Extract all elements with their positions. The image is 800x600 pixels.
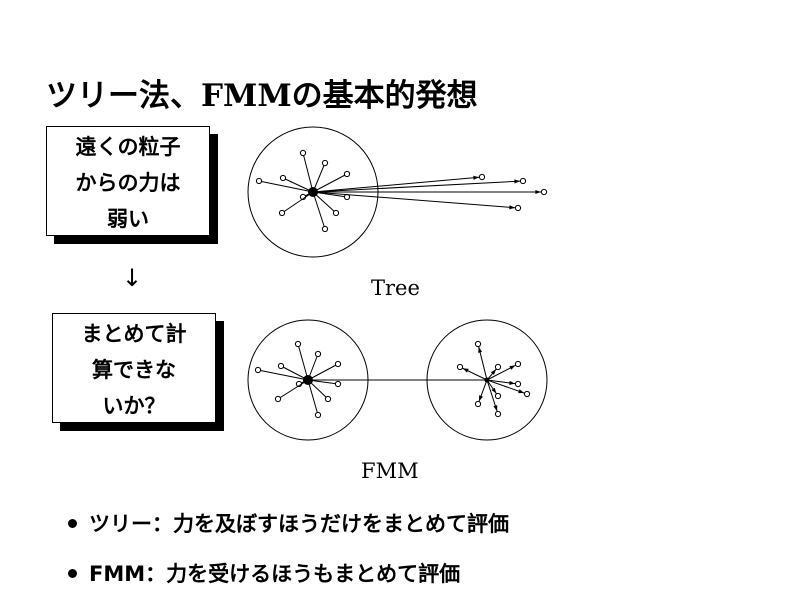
force-line	[312, 162, 326, 193]
title-part: の基本的発想	[291, 78, 478, 114]
particle	[254, 366, 262, 374]
box-line: 算できな	[92, 358, 176, 382]
particle	[478, 173, 486, 181]
particle	[343, 170, 351, 178]
force-line	[307, 363, 339, 381]
bullet-icon	[68, 518, 77, 528]
force-line	[307, 379, 339, 385]
particle	[332, 209, 340, 217]
box-line: からの力は	[75, 171, 181, 195]
force-line	[282, 177, 314, 193]
force-line	[258, 180, 314, 193]
arrowhead	[514, 179, 521, 184]
particle	[474, 340, 482, 348]
particle	[519, 177, 527, 185]
particle	[494, 410, 502, 418]
particle	[294, 340, 302, 348]
particle	[494, 392, 502, 400]
box-line: 遠くの粒子	[75, 135, 181, 159]
slide-title: ツリー法、FMMの基本的発想	[46, 70, 478, 115]
bullet-text: FMM：力を受けるほうもまとめて評価	[89, 562, 461, 586]
particle	[274, 395, 282, 403]
arrowhead	[473, 175, 480, 180]
arrowhead	[509, 380, 516, 385]
particle	[255, 177, 263, 185]
particle	[456, 363, 464, 371]
particle	[474, 400, 482, 408]
tree-caption: Tree	[371, 276, 420, 300]
arrowhead	[491, 387, 497, 394]
arrowhead	[518, 389, 525, 394]
particle	[494, 363, 502, 371]
particle	[314, 411, 322, 419]
particle	[334, 380, 342, 388]
title-part: FMM	[201, 78, 292, 114]
box-line: 弱い	[107, 207, 149, 231]
arrowhead	[509, 365, 516, 370]
particle	[279, 174, 287, 182]
force-line	[312, 173, 348, 193]
arrowhead	[478, 346, 483, 353]
force-line	[312, 191, 326, 230]
particle	[314, 350, 322, 358]
arrowhead	[493, 405, 498, 412]
particle	[278, 209, 286, 217]
far-force-line	[312, 176, 483, 193]
force-line	[297, 343, 309, 381]
arrowhead	[462, 368, 469, 373]
force-line	[257, 369, 309, 381]
force-line	[281, 191, 314, 214]
particle	[514, 360, 522, 368]
target-local-expansion	[484, 377, 490, 383]
force-line	[277, 379, 309, 400]
particle	[514, 380, 522, 388]
particle	[321, 159, 329, 167]
particle	[334, 360, 342, 368]
bullet-icon	[68, 568, 77, 578]
source-multipole	[303, 375, 313, 385]
bullet-fmm: FMM：力を受けるほうもまとめて評価	[68, 558, 460, 588]
particle	[277, 362, 285, 370]
particle	[324, 395, 332, 403]
particle	[540, 188, 548, 196]
far-force-line	[312, 191, 519, 209]
particle	[299, 149, 307, 157]
down-arrow-icon: ↓	[122, 264, 143, 292]
question-box-group-compute: まとめて計 算できな いか？	[52, 313, 216, 423]
arrowhead	[535, 189, 541, 195]
particle	[321, 225, 329, 233]
arrowhead	[490, 369, 497, 375]
force-line	[302, 152, 314, 193]
center-of-mass	[308, 187, 318, 197]
particle	[514, 204, 522, 212]
question-box-far-force: 遠くの粒子 からの力は 弱い	[46, 126, 210, 236]
force-line	[280, 365, 309, 381]
bullet-tree: ツリー：力を及ぼすほうだけをまとめて評価	[68, 508, 509, 538]
box-line: いか？	[102, 394, 166, 418]
force-line	[312, 191, 337, 214]
far-force-line	[312, 180, 524, 193]
force-line	[307, 379, 319, 416]
fmm-caption: FMM	[361, 459, 419, 483]
title-part: ツリー法、	[46, 78, 201, 114]
bullet-text: ツリー：力を及ぼすほうだけをまとめて評価	[89, 512, 509, 536]
particle	[523, 390, 531, 398]
arrowhead	[479, 395, 483, 402]
box-line: まとめて計	[81, 322, 187, 346]
arrowhead	[509, 205, 516, 210]
